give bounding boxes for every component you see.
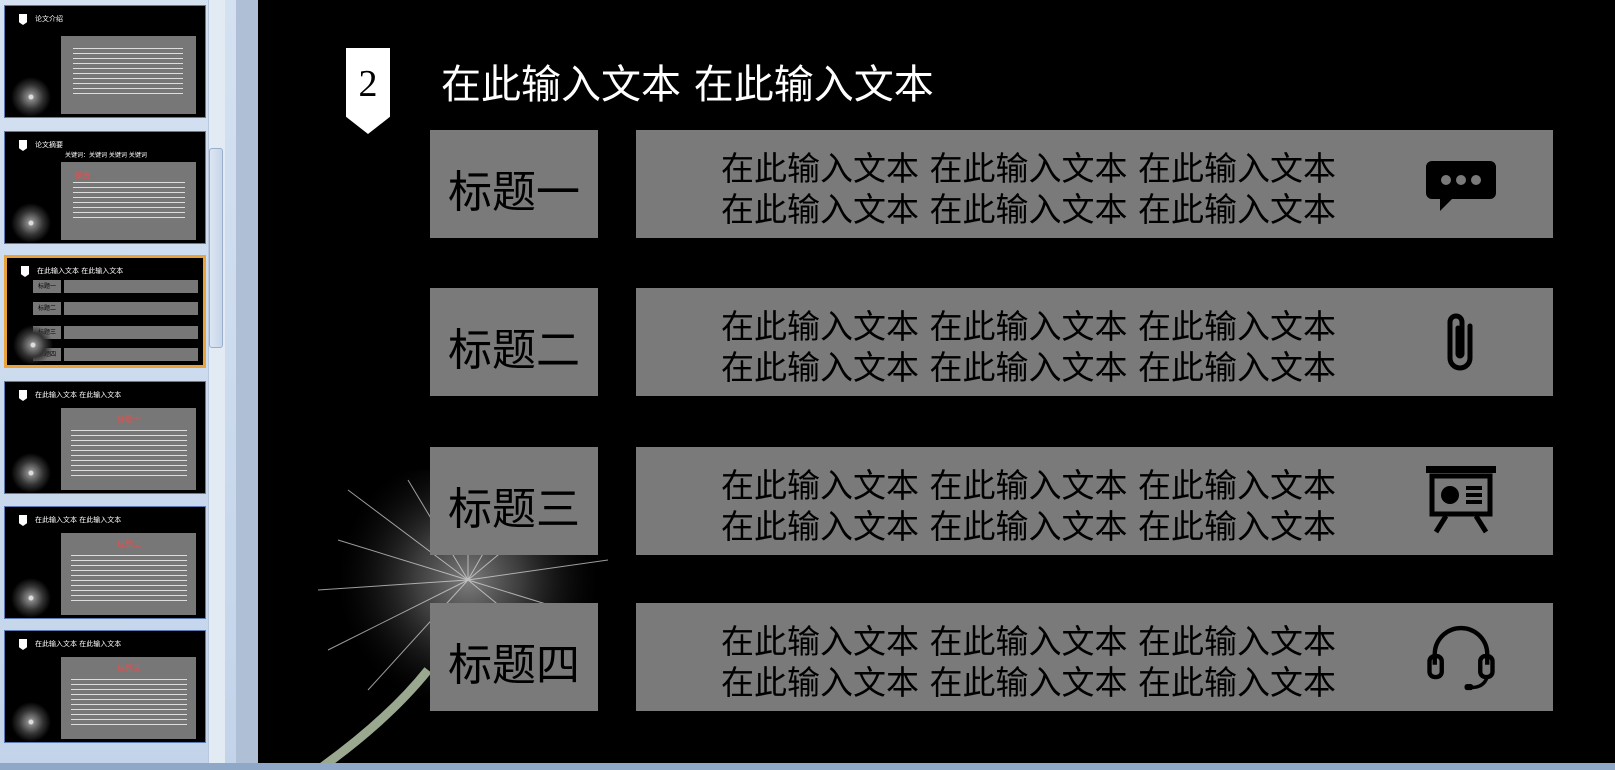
slide-thumbnail-2[interactable]: 论文摘要 关键词：关键词 关键词 关键词 摘要 xyxy=(4,131,206,244)
thumbnail-row-label: 标题一 xyxy=(33,280,61,293)
slide-number-badge xyxy=(19,515,27,526)
slide-title[interactable]: 在此输入文本 在此输入文本 xyxy=(441,62,934,108)
thumbnail-subtitle: 关键词：关键词 关键词 关键词 xyxy=(65,152,147,159)
slide-thumbnail-3[interactable]: 在此输入文本 在此输入文本 标题一 标题二 标题三 标题四 xyxy=(4,255,206,368)
thumbnail-title: 论文摘要 xyxy=(35,141,63,149)
row-1-text-box[interactable]: 在此输入文本 在此输入文本 在此输入文本在此输入文本 在此输入文本 在此输入文本 xyxy=(636,130,1553,238)
row-3-text-box[interactable]: 在此输入文本 在此输入文本 在此输入文本在此输入文本 在此输入文本 在此输入文本 xyxy=(636,447,1553,555)
status-bar xyxy=(0,763,1615,770)
thumbnail-row-text xyxy=(64,280,198,293)
slide-number-badge xyxy=(19,390,27,401)
thumbnail-title: 在此输入文本 在此输入文本 xyxy=(35,640,122,648)
slide-thumbnail-6[interactable]: 在此输入文本 在此输入文本 标题三 xyxy=(4,630,206,743)
thumbnail-title: 在此输入文本 在此输入文本 xyxy=(35,391,122,399)
dandelion-image xyxy=(11,203,51,243)
row-2-text: 在此输入文本 在此输入文本 在此输入文本在此输入文本 在此输入文本 在此输入文本 xyxy=(721,307,1336,387)
thumbnail-red-label: 标题二 xyxy=(117,540,141,549)
row-1-label: 标题一 xyxy=(448,167,580,218)
headset-icon xyxy=(1427,625,1495,691)
slide-thumbnail-pane: 论文介绍 论文摘要 关键词：关键词 关键词 关键词 摘要 在此输入文本 在此输入… xyxy=(0,0,236,770)
row-2-label: 标题二 xyxy=(448,325,580,376)
row-4-text: 在此输入文本 在此输入文本 在此输入文本在此输入文本 在此输入文本 在此输入文本 xyxy=(721,622,1336,702)
thumbnail-row-text xyxy=(64,348,198,361)
thumbnail-table xyxy=(71,555,187,601)
thumbnail-red-label: 标题一 xyxy=(117,415,141,424)
dandelion-image xyxy=(11,702,51,742)
row-4-label-box[interactable]: 标题四 xyxy=(430,603,598,711)
row-4-text-box[interactable]: 在此输入文本 在此输入文本 在此输入文本在此输入文本 在此输入文本 在此输入文本 xyxy=(636,603,1553,711)
thumbnail-red-label: 标题三 xyxy=(117,664,141,673)
row-3-label: 标题三 xyxy=(448,484,580,535)
thumbnail-title: 在此输入文本 在此输入文本 xyxy=(35,516,122,524)
thumbnail-text-lines xyxy=(73,182,185,222)
row-1-label-box[interactable]: 标题一 xyxy=(430,130,598,238)
scrollbar-thumb[interactable] xyxy=(209,148,223,348)
thumbnail-scrollbar[interactable] xyxy=(208,0,225,770)
thumbnail-table xyxy=(71,430,187,476)
row-2-label-box[interactable]: 标题二 xyxy=(430,288,598,396)
dandelion-image xyxy=(11,453,51,493)
thumbnail-text-lines xyxy=(73,48,183,98)
thumbnail-row-label: 标题二 xyxy=(33,302,61,315)
row-3-label-box[interactable]: 标题三 xyxy=(430,447,598,555)
row-1-text: 在此输入文本 在此输入文本 在此输入文本在此输入文本 在此输入文本 在此输入文本 xyxy=(721,149,1336,229)
thumbnail-row-text xyxy=(64,326,198,339)
row-4-label: 标题四 xyxy=(448,640,580,691)
slide-canvas[interactable]: 2 在此输入文本 在此输入文本 标题一 在此输入文本 在此输入文本 在此输入文本… xyxy=(258,0,1615,763)
thumbnail-red-label: 摘要 xyxy=(75,171,91,180)
row-2-text-box[interactable]: 在此输入文本 在此输入文本 在此输入文本在此输入文本 在此输入文本 在此输入文本 xyxy=(636,288,1553,396)
slide-number-badge xyxy=(21,266,29,277)
slide-thumbnail-1[interactable]: 论文介绍 xyxy=(4,5,206,118)
chat-bubble-icon xyxy=(1426,161,1496,211)
presentation-board-icon xyxy=(1426,466,1496,534)
row-3-text: 在此输入文本 在此输入文本 在此输入文本在此输入文本 在此输入文本 在此输入文本 xyxy=(721,466,1336,546)
thumbnail-table xyxy=(71,679,187,725)
slide-thumbnail-5[interactable]: 在此输入文本 在此输入文本 标题二 xyxy=(4,506,206,619)
slide-thumbnail-4[interactable]: 在此输入文本 在此输入文本 标题一 xyxy=(4,381,206,494)
slide-number-badge xyxy=(19,140,27,151)
dandelion-image xyxy=(11,578,51,618)
thumbnail-title: 论文介绍 xyxy=(35,15,63,23)
dandelion-image xyxy=(11,77,51,117)
thumbnail-row-text xyxy=(64,302,198,315)
thumbnail-title: 在此输入文本 在此输入文本 xyxy=(37,267,124,275)
paperclip-icon xyxy=(1447,313,1473,371)
slide-number-badge: 2 xyxy=(346,48,390,134)
slide-number-badge xyxy=(19,639,27,650)
slide-number: 2 xyxy=(358,63,378,105)
slide-number-badge xyxy=(19,14,27,25)
dandelion-image xyxy=(13,325,53,365)
